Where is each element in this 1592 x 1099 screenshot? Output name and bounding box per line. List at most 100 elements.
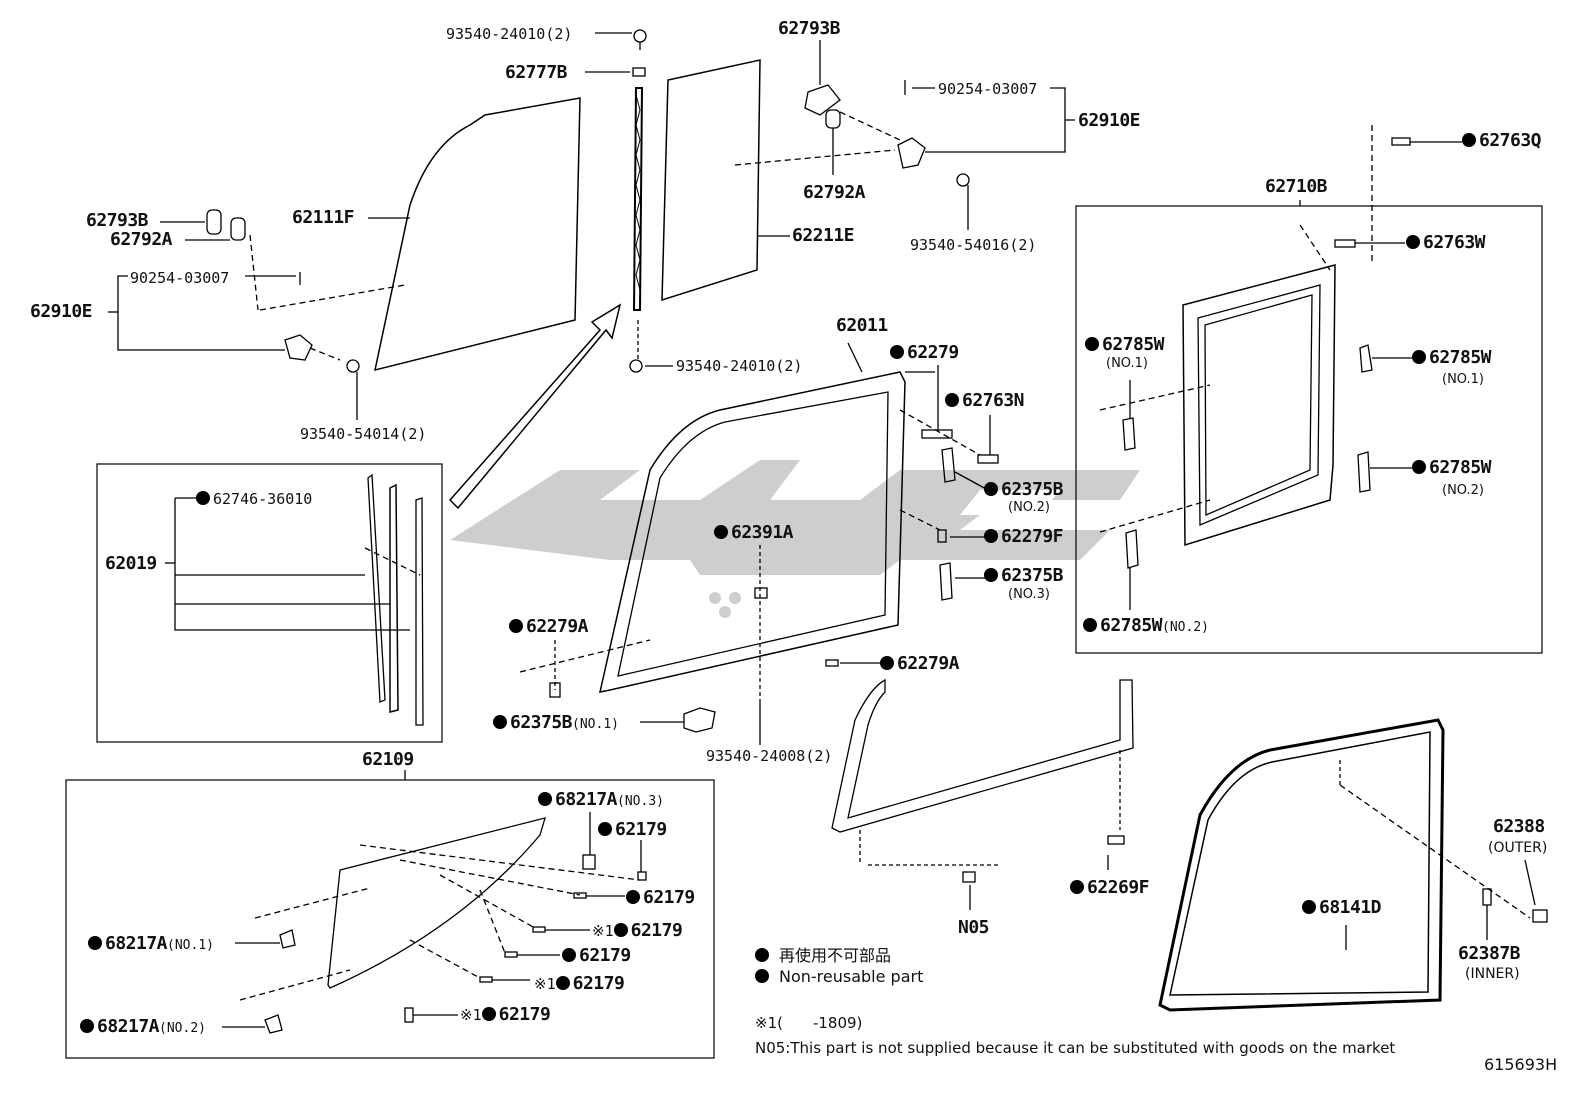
watermark-logo [450, 460, 1140, 618]
frame-62011 [599, 371, 906, 693]
label-90254-03007-left: 90254-03007 [130, 269, 230, 287]
label-62785W-no2-left: 62785W(NO.2) [1083, 616, 1209, 638]
legend-jp: 再使用不可部品 [755, 942, 891, 966]
label-90254-03007-top: 90254-03007 [938, 80, 1038, 98]
label-62388: 62388 [1493, 816, 1545, 837]
label-62746-36010: 62746-36010 [196, 489, 312, 509]
label-62710B: 62710B [1265, 176, 1328, 197]
label-62375B-no3: 62375B [984, 566, 1064, 586]
note-n05: N05:This part is not supplied because it… [755, 1039, 1396, 1057]
label-93540-24010-bottom: 93540-24010(2) [676, 357, 803, 375]
label-62179-b: 62179 [626, 888, 695, 908]
label-68217A-no1: 68217A(NO.1) [88, 934, 214, 956]
label-62111F: 62111F [292, 207, 355, 228]
sublabel-inner: (INNER) [1465, 966, 1520, 982]
sublabel-62375B-no3: (NO.3) [1008, 587, 1050, 602]
sublabel-62375B-no2: (NO.2) [1008, 500, 1050, 515]
non-reusable-dot-icon [1302, 900, 1316, 914]
label-93540-54014: 93540-54014(2) [300, 425, 427, 443]
label-62019: 62019 [105, 553, 157, 574]
glass-62211E [661, 59, 761, 302]
box-62019 [96, 463, 443, 743]
non-reusable-dot-icon [1462, 133, 1476, 147]
diagram-reference-id: 615693H [1484, 1055, 1558, 1074]
non-reusable-dot-icon [984, 482, 998, 496]
non-reusable-dot-icon [88, 936, 102, 950]
non-reusable-dot-icon [493, 715, 507, 729]
label-62179-a: 62179 [598, 820, 667, 840]
non-reusable-dot-icon [1412, 350, 1426, 364]
label-N05: N05 [958, 917, 990, 938]
non-reusable-dot-icon [755, 969, 769, 983]
label-62792A-top: 62792A [803, 182, 866, 203]
non-reusable-dot-icon [80, 1019, 94, 1033]
non-reusable-dot-icon [509, 619, 523, 633]
label-62375B-no2: 62375B [984, 480, 1064, 500]
label-62785W-no1-left: 62785W [1085, 335, 1165, 355]
lower-frame [831, 678, 1134, 833]
non-reusable-dot-icon [1412, 460, 1426, 474]
note-1: ※1( -1809) [755, 1014, 863, 1032]
label-62391A: 62391A [714, 523, 794, 543]
non-reusable-dot-icon [538, 792, 552, 806]
label-62109: 62109 [362, 749, 414, 770]
non-reusable-dot-icon [598, 822, 612, 836]
non-reusable-dot-icon [714, 525, 728, 539]
label-62179-d: 62179 [562, 946, 631, 966]
assembly-arrow [448, 303, 622, 510]
channel-62777B [632, 87, 644, 311]
non-reusable-dot-icon [481, 1007, 496, 1021]
non-reusable-dot-icon [1070, 880, 1084, 894]
non-reusable-dot-icon [755, 948, 769, 962]
label-62279A-right: 62279A [880, 654, 960, 674]
label-68141D: 68141D [1302, 898, 1382, 918]
label-62785W-no1-right: 62785W [1412, 348, 1492, 368]
label-62279A-left: 62279A [509, 617, 589, 637]
sublabel-outer: (OUTER) [1488, 840, 1548, 856]
sublabel-no1-left: (NO.1) [1106, 356, 1148, 371]
label-62793B-left: 62793B [86, 210, 149, 231]
label-62279F: 62279F [984, 527, 1064, 547]
label-62910E-right: 62910E [1078, 110, 1141, 131]
glass-62111F [374, 97, 581, 372]
label-62792A-left: 62792A [110, 229, 173, 250]
non-reusable-dot-icon [626, 890, 640, 904]
panel-62710B [1182, 264, 1336, 547]
non-reusable-dot-icon [555, 976, 570, 990]
label-62785W-no2-right: 62785W [1412, 458, 1492, 478]
sublabel-no2-right: (NO.2) [1442, 483, 1484, 498]
label-62763W: 62763W [1406, 233, 1486, 253]
label-93540-24010-top: 93540-24010(2) [446, 25, 573, 43]
label-62375B-no1: 62375B(NO.1) [493, 713, 619, 735]
box-62109 [65, 779, 715, 1059]
label-62763N: 62763N [945, 391, 1025, 411]
label-93540-54016: 93540-54016(2) [910, 236, 1037, 254]
sublabel-no1-right: (NO.1) [1442, 372, 1484, 387]
label-68217A-no2: 68217A(NO.2) [80, 1017, 206, 1039]
label-62387B: 62387B [1458, 943, 1521, 964]
label-62211E: 62211E [792, 225, 855, 246]
non-reusable-dot-icon [1085, 337, 1099, 351]
weatherstrip-68141D [1158, 718, 1445, 1012]
label-62269F: 62269F [1070, 878, 1150, 898]
glass-62109 [327, 817, 546, 989]
label-62910E-left: 62910E [30, 301, 93, 322]
non-reusable-dot-icon [890, 345, 904, 359]
non-reusable-dot-icon [984, 568, 998, 582]
non-reusable-dot-icon [196, 491, 210, 505]
label-62279: 62279 [890, 343, 959, 363]
non-reusable-dot-icon [880, 656, 894, 670]
non-reusable-dot-icon [945, 393, 959, 407]
label-62763Q: 62763Q [1462, 131, 1542, 151]
label-62777B: 62777B [505, 62, 568, 83]
non-reusable-dot-icon [984, 529, 998, 543]
box-62710B [1075, 205, 1543, 654]
label-62793B-top: 62793B [778, 18, 841, 39]
non-reusable-dot-icon [1083, 618, 1097, 632]
label-93540-24008: 93540-24008(2) [706, 747, 833, 765]
label-68217A-no3: 68217A(NO.3) [538, 790, 664, 812]
